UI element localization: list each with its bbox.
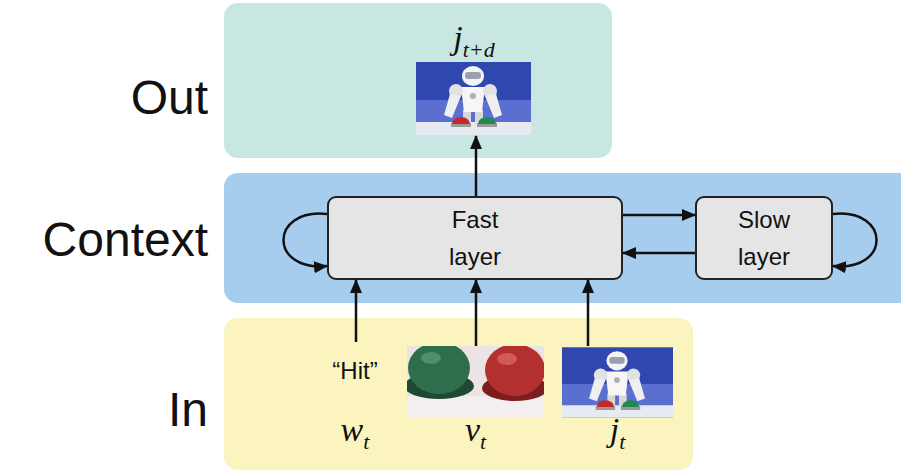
connection-arrow [355, 280, 358, 342]
context-band: ContextFast layerSlow layer [224, 173, 901, 303]
word-label: “Hit” [332, 357, 377, 384]
connection-arrow [475, 280, 478, 346]
output-robot-image [416, 62, 531, 135]
layer-label: Out [131, 71, 208, 124]
box-label: Slow layer [738, 201, 790, 275]
math-subscript: t [363, 429, 369, 454]
math-symbol: j [453, 19, 462, 56]
box-label: Fast layer [449, 201, 501, 275]
fast-layer-box: Fast layer [327, 196, 623, 280]
recurrent-loop [833, 214, 877, 267]
text-line: Slow layer [697, 201, 831, 275]
text-line: Context [43, 212, 208, 268]
math-subscript: t+d [463, 37, 495, 62]
math-symbol: w [341, 411, 364, 448]
connection-arrow [623, 252, 695, 255]
connection-arrow [623, 214, 695, 217]
text-line: Out [131, 70, 208, 126]
layer-label: In [168, 383, 208, 436]
recurrent-loop [284, 214, 328, 267]
math-subscript: t [619, 429, 625, 454]
layer-label: Context [43, 213, 208, 266]
connection-arrow [587, 280, 590, 346]
text-line: In [168, 382, 208, 438]
connection-arrow [475, 136, 478, 196]
text-line: jt+d [412, 18, 536, 63]
slow-layer-box: Slow layer [695, 196, 833, 280]
text-line: wt [312, 410, 398, 455]
word-input: “Hit” wt [312, 342, 398, 454]
math-subscript: t [480, 429, 486, 454]
text-line: “Hit” [312, 356, 398, 386]
vision-image [404, 342, 548, 418]
input-robot-image [562, 347, 673, 417]
text-line: Fast layer [329, 201, 621, 275]
